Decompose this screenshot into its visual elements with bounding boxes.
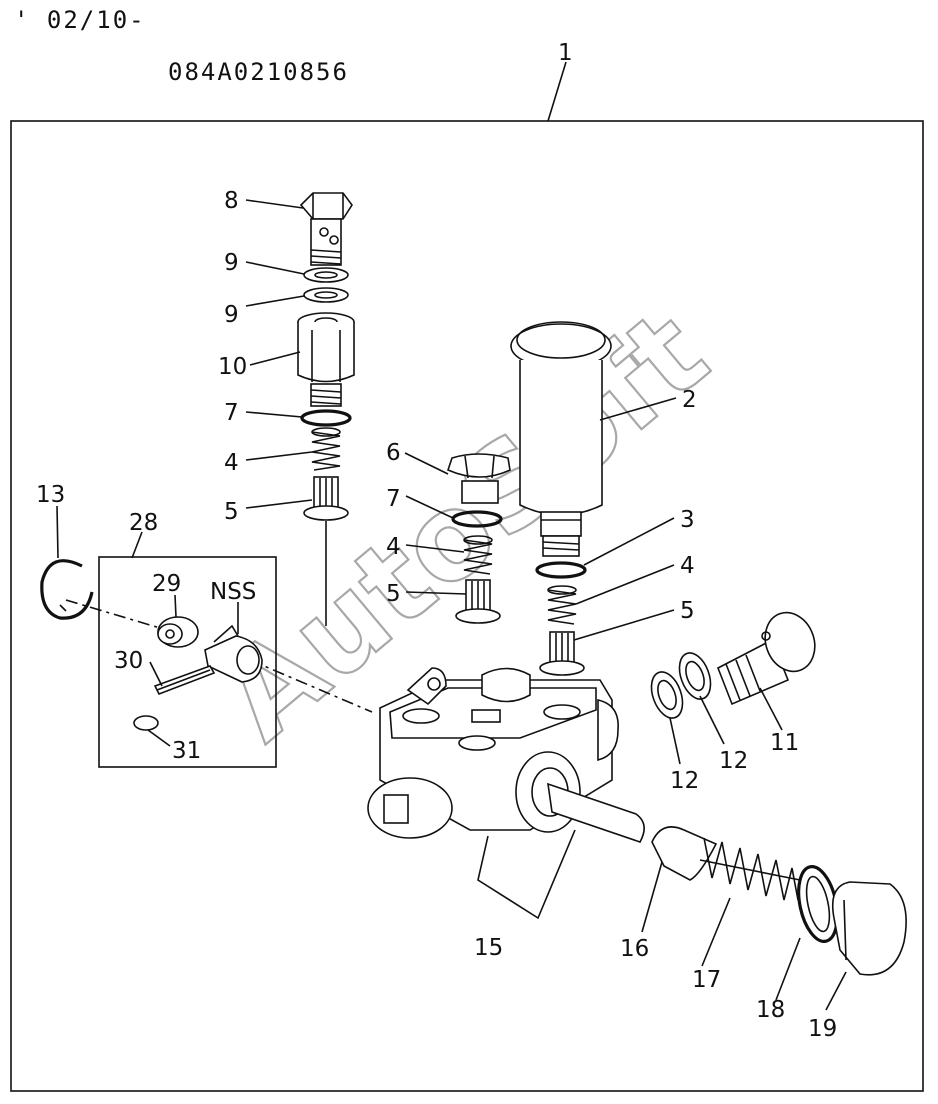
part-9-washer-upper[interactable]: [303, 267, 349, 283]
callout-6: 6: [386, 440, 401, 466]
part-number: 084A0210856: [168, 58, 349, 86]
part-29-bushing[interactable]: [157, 616, 199, 648]
callout-15: 15: [474, 935, 503, 961]
part-4-spring-right[interactable]: [547, 585, 577, 625]
part-3-o-ring[interactable]: [535, 561, 587, 579]
part-2-priming-pump[interactable]: [510, 321, 612, 557]
callout-7-center: 7: [386, 486, 401, 512]
part-15-pump-body[interactable]: [367, 667, 619, 920]
callout-28: 28: [129, 510, 158, 536]
callout-19: 19: [808, 1016, 837, 1042]
callout-31: 31: [172, 738, 201, 764]
callout-11: 11: [770, 730, 799, 756]
part-4-spring-left[interactable]: [311, 427, 341, 471]
callout-13: 13: [36, 482, 65, 508]
callout-30: 30: [114, 648, 143, 674]
part-5-valve-left[interactable]: [303, 476, 349, 521]
callout-29: 29: [152, 571, 181, 597]
callout-5-left: 5: [224, 499, 239, 525]
callout-18: 18: [756, 997, 785, 1023]
part-13-snap-ring[interactable]: [40, 559, 94, 620]
callout-4-left: 4: [224, 450, 239, 476]
part-30-pin[interactable]: [153, 665, 216, 696]
part-7-o-ring-center[interactable]: [451, 510, 503, 528]
part-28-kit-box: [98, 556, 277, 768]
leader-lines: [56, 199, 847, 1011]
callout-9-lower: 9: [224, 302, 239, 328]
callout-4-center: 4: [386, 534, 401, 560]
part-5-valve-right[interactable]: [539, 631, 585, 676]
callout-16: 16: [620, 936, 649, 962]
callout-5-center: 5: [386, 581, 401, 607]
part-8-bolt[interactable]: [299, 192, 353, 266]
callout-3: 3: [680, 507, 695, 533]
part-12-washer-outer[interactable]: [674, 649, 717, 704]
part-11-bolt[interactable]: [716, 606, 823, 706]
part-6-plug[interactable]: [447, 453, 511, 504]
callout-5-right: 5: [680, 598, 695, 624]
callout-8: 8: [224, 188, 239, 214]
part-7-o-ring-left[interactable]: [300, 409, 352, 427]
callout-nss: NSS: [210, 579, 256, 605]
nss-lever[interactable]: [204, 624, 263, 683]
part-9-washer-lower[interactable]: [303, 287, 349, 303]
callout-12-right: 12: [719, 748, 748, 774]
part-16-piston[interactable]: [547, 782, 718, 881]
part-12-washer-inner[interactable]: [646, 668, 689, 723]
callout-9-upper: 9: [224, 250, 239, 276]
callout-10: 10: [218, 354, 247, 380]
callout-7-left: 7: [224, 400, 239, 426]
callout-17: 17: [692, 967, 721, 993]
assembly-frame: [10, 120, 924, 1092]
part-17-spring[interactable]: [699, 837, 801, 901]
callout-2: 2: [682, 387, 697, 413]
part-5-valve-center[interactable]: [455, 579, 501, 624]
date-code: ' 02/10-: [14, 6, 146, 34]
callout-4-right: 4: [680, 553, 695, 579]
part-19-plug[interactable]: [831, 881, 907, 976]
callout-12-left: 12: [670, 768, 699, 794]
part-10-adapter[interactable]: [297, 312, 355, 407]
part-4-spring-center[interactable]: [463, 535, 493, 575]
leader-1: [547, 61, 567, 122]
part-31-clip[interactable]: [133, 715, 159, 731]
callout-1: 1: [558, 40, 573, 66]
